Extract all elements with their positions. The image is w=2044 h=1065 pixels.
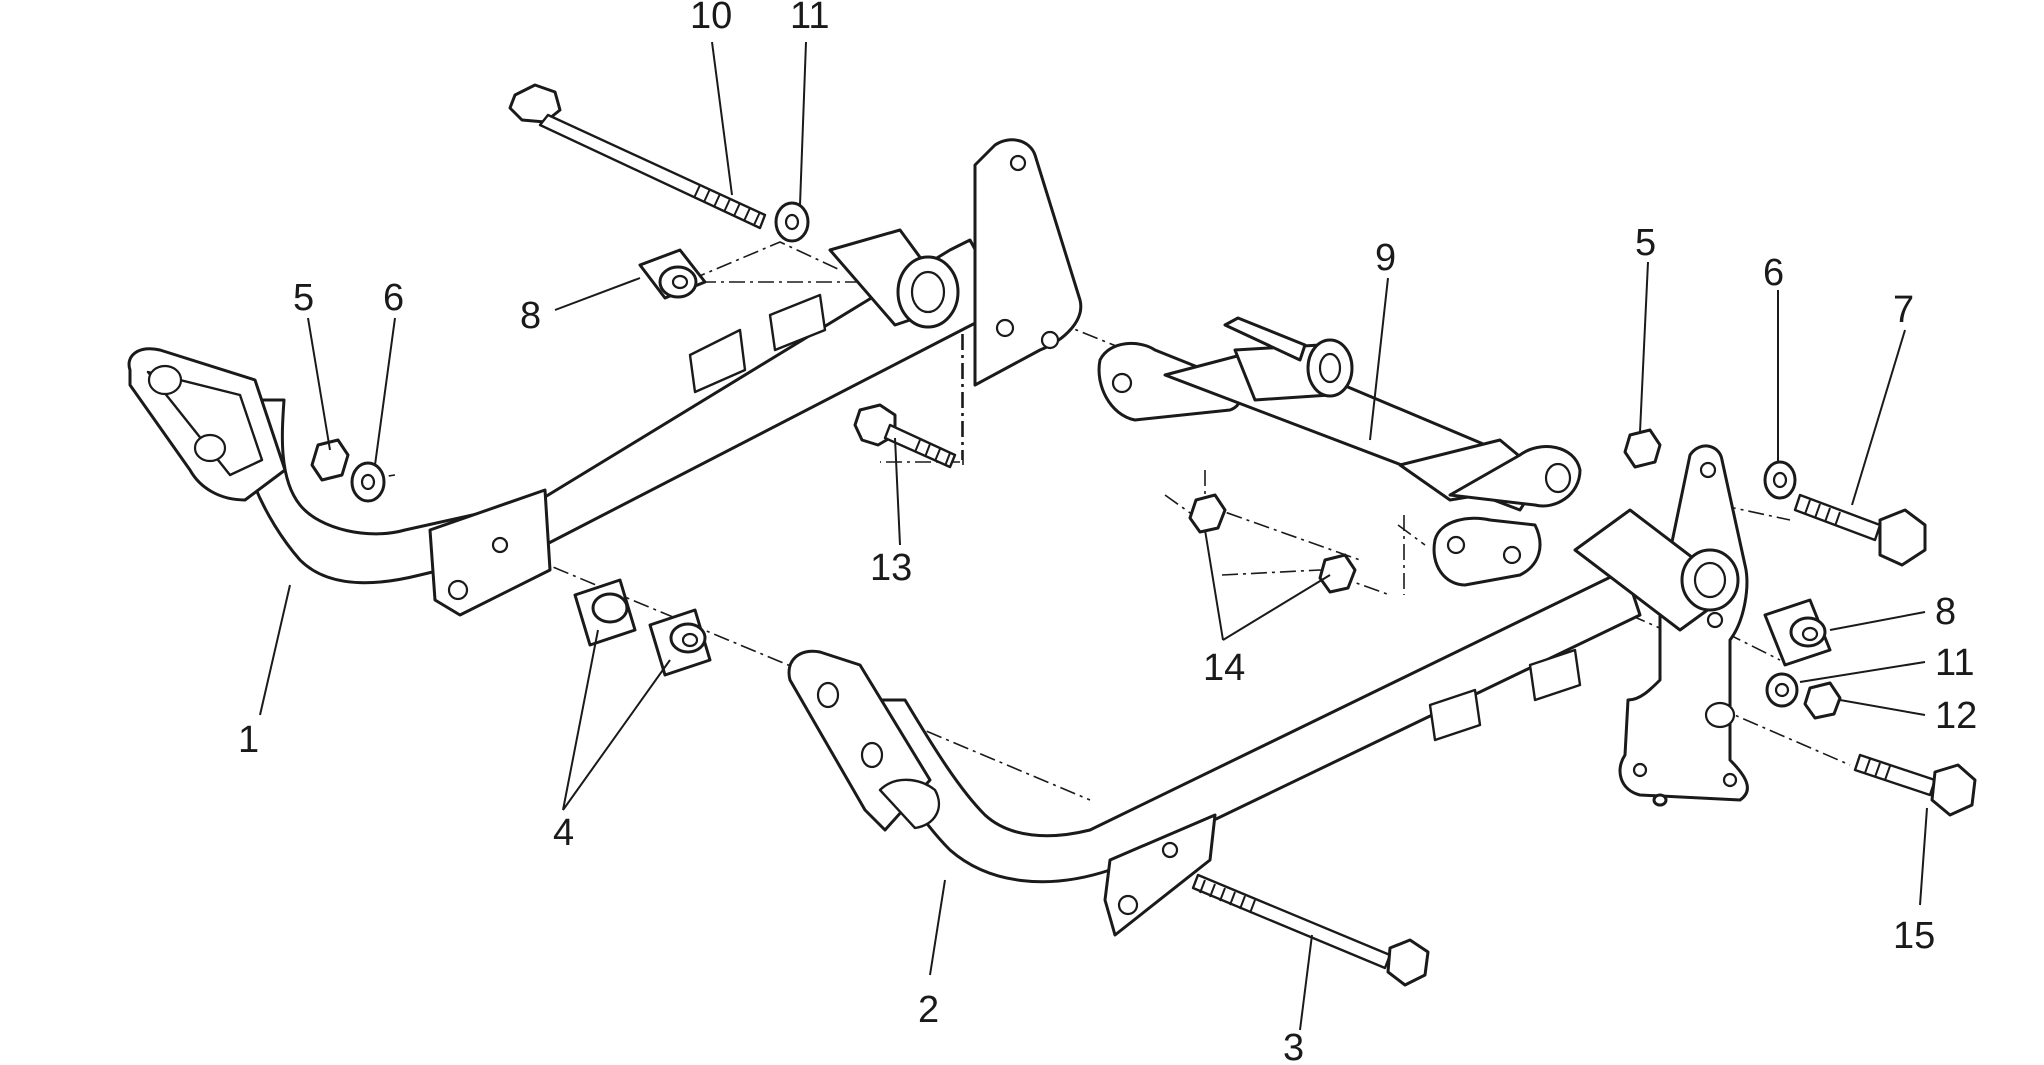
callout-13-middle-bolt: 13 <box>870 547 912 589</box>
callout-8-rear-bushing: 8 <box>1935 591 1956 633</box>
bolt-middle <box>853 403 957 469</box>
nut-center-b <box>1318 553 1357 594</box>
callout-15-rear-lower-bolt: 15 <box>1893 915 1935 957</box>
washer-right-lower <box>1765 672 1799 708</box>
sleeve-rear <box>1573 508 1740 632</box>
callout-5-right-nut: 5 <box>1635 222 1656 264</box>
nut-right-lower <box>1803 681 1842 720</box>
long-bolt-lower <box>1191 873 1430 987</box>
long-bolt-upper <box>508 83 767 230</box>
leader-lines <box>259 41 1928 1031</box>
callout-1-left-frame: 1 <box>238 719 259 761</box>
spacer-bushing-upper <box>638 248 707 300</box>
callout-3-lower-long-bolt: 3 <box>1283 1027 1304 1065</box>
callout-5-left-nut: 5 <box>293 277 314 319</box>
washer-left <box>350 461 386 503</box>
center-arm <box>1097 316 1582 587</box>
callout-4-lower-bushings: 4 <box>553 812 574 854</box>
spacer-bushing-lower-b <box>648 608 712 677</box>
callout-6-left-washer: 6 <box>383 277 404 319</box>
callout-6-right-washer: 6 <box>1763 252 1784 294</box>
washer-right-upper <box>1763 460 1797 500</box>
callout-8-upper-bushing: 8 <box>520 295 541 337</box>
spacer-bushing-rear <box>1763 598 1832 667</box>
nut-left <box>310 438 350 482</box>
callout-7-right-bolt: 7 <box>1893 289 1914 331</box>
bolt-right-upper <box>1793 493 1927 567</box>
callout-14-center-nuts: 14 <box>1203 647 1245 689</box>
callout-labels: 10 11 5 6 8 9 5 6 7 13 8 11 12 14 1 4 2 … <box>238 0 1977 1065</box>
callout-11-upper-washer: 11 <box>790 0 829 37</box>
callout-10-upper-bolt: 10 <box>690 0 732 37</box>
callout-11-rear-washer: 11 <box>1935 642 1974 684</box>
bolt-right-lower <box>1853 753 1977 817</box>
callout-9-center-arm: 9 <box>1375 237 1396 279</box>
nut-right-upper <box>1623 428 1662 469</box>
spacer-bushing-lower-a <box>573 578 637 647</box>
callout-12-rear-nut: 12 <box>1935 695 1977 737</box>
lower-frame-tube <box>787 568 1642 937</box>
callout-2-lower-frame: 2 <box>918 989 939 1031</box>
nut-center-a <box>1188 493 1227 534</box>
front-mount-plate <box>973 138 1083 387</box>
washer-upper <box>774 201 810 243</box>
sleeve-upper <box>828 228 960 329</box>
